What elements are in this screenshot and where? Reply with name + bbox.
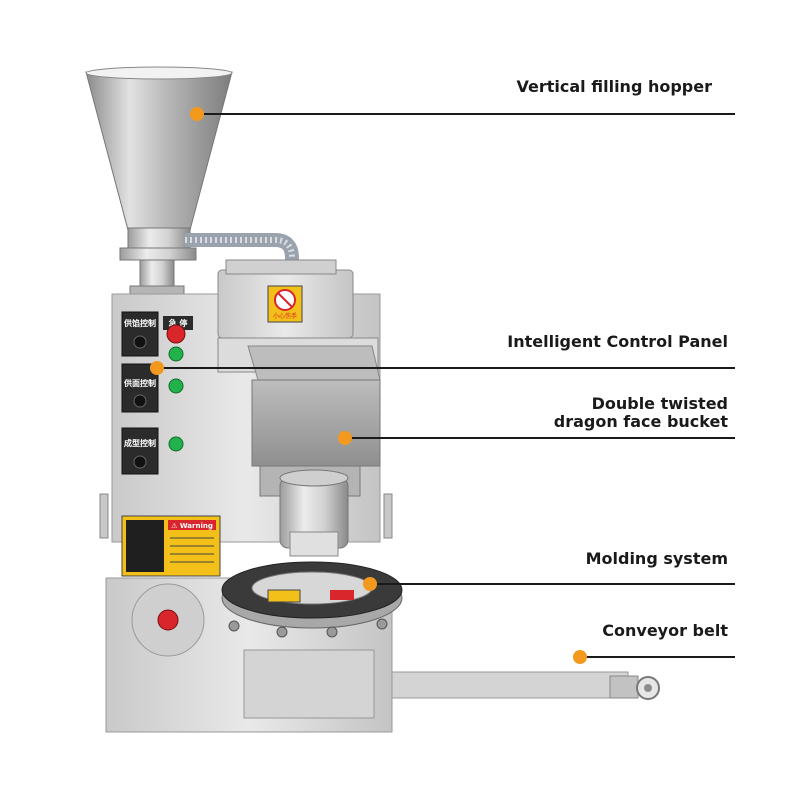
dough-bucket [217, 337, 381, 497]
filling-hose [185, 233, 299, 270]
control-panel: 供馅控制 供面控制 成型控制 急 停 [121, 311, 193, 475]
callout-lines [157, 113, 735, 658]
label-molding-system: Molding system [585, 549, 728, 568]
dough-knob[interactable] [133, 394, 147, 408]
callout-dots [150, 107, 587, 664]
motor-housing: 小心伤手 [217, 259, 354, 339]
callout-dot-icon [150, 361, 164, 375]
callout-dot-icon [338, 431, 352, 445]
start-button-3[interactable] [168, 436, 184, 452]
hand-warning-text: 小心伤手 [273, 312, 297, 320]
extrusion-column [279, 469, 349, 557]
label-conveyor-belt: Conveyor belt [602, 621, 728, 640]
filling-hopper [85, 66, 233, 297]
start-button-1[interactable] [168, 346, 184, 362]
start-button-2[interactable] [168, 378, 184, 394]
panel-label-forming: 成型控制 [124, 438, 156, 448]
label-intelligent-control-panel: Intelligent Control Panel [507, 332, 728, 351]
stop-label: 急 停 [169, 318, 188, 328]
callout-dot-icon [190, 107, 204, 121]
warning-plate: ⚠ Warning [121, 515, 221, 577]
label-vertical-filling-hopper: Vertical filling hopper [516, 77, 712, 96]
forming-knob[interactable] [133, 455, 147, 469]
panel-label-dough: 供面控制 [123, 378, 156, 388]
warning-title: ⚠ Warning [171, 522, 213, 530]
callout-dot-icon [573, 650, 587, 664]
conveyor-arm [391, 671, 660, 700]
label-bucket-line-1: Double twisted [591, 394, 728, 413]
label-bucket-line-2: dragon face bucket [553, 412, 728, 431]
molding-turntable [221, 561, 403, 638]
emergency-stop-button[interactable] [166, 324, 186, 344]
filling-knob[interactable] [133, 335, 147, 349]
callout-dot-icon [363, 577, 377, 591]
panel-label-filling: 供馅控制 [123, 318, 156, 328]
